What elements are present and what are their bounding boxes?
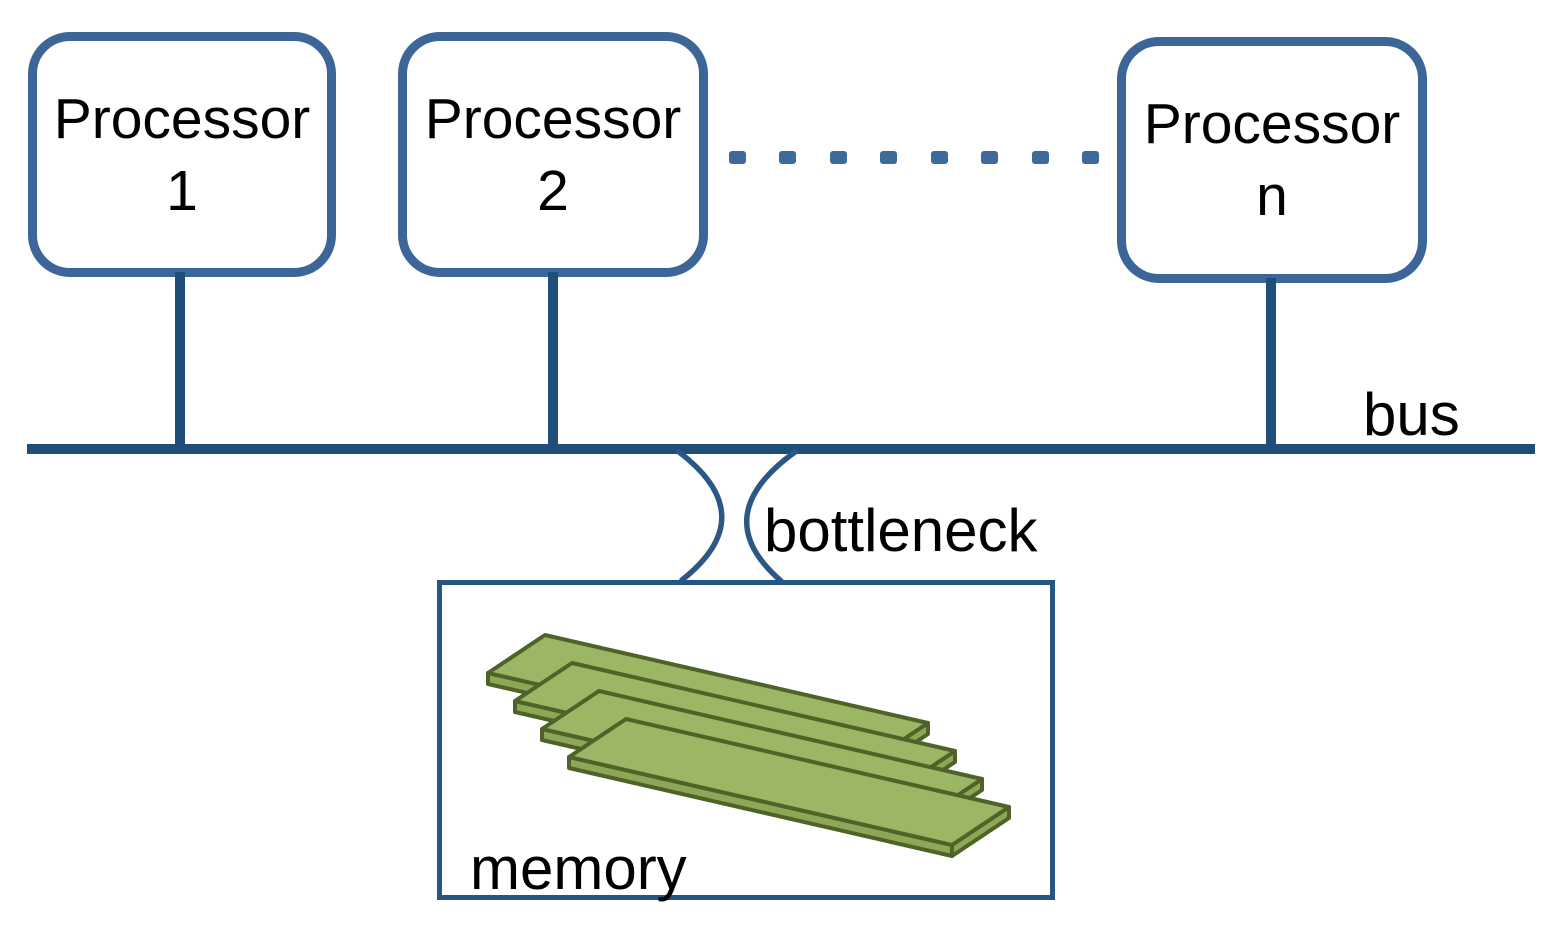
processor-n-node: Processor n [1117,37,1427,283]
processor-n-label-line2: n [1256,164,1288,228]
bottleneck-left-arc [676,449,725,583]
processor-2-node: Processor 2 [398,32,708,277]
processor-2-bus-link [548,272,558,448]
processor-n-label: Processor n [1144,88,1401,232]
memory-label: memory [470,835,687,902]
processor-ellipsis [729,151,1099,164]
processor-1-node: Processor 1 [28,32,336,277]
ellipsis-dash [880,151,898,164]
processor-n-label-line1: Processor [1143,92,1401,156]
processor-2-label: Processor 2 [425,83,682,227]
processor-1-label-line1: Processor [53,86,311,151]
bus-label: bus [1363,381,1460,448]
ellipsis-dash [829,151,847,164]
ellipsis-dash [1031,151,1049,164]
ellipsis-dash [981,151,999,164]
processor-1-label: Processor 1 [54,83,311,227]
ellipsis-dash [930,151,948,164]
processor-2-label-line1: Processor [424,86,682,151]
processor-1-label-line2: 1 [166,158,198,223]
ellipsis-dash [779,151,797,164]
processor-n-bus-link [1266,278,1276,448]
processor-1-bus-link [175,272,185,448]
ellipsis-dash [1081,151,1099,164]
ellipsis-dash [729,151,746,164]
bus-line [27,444,1535,454]
processor-2-label-line2: 2 [537,158,569,223]
bottleneck-label: bottleneck [764,497,1038,564]
